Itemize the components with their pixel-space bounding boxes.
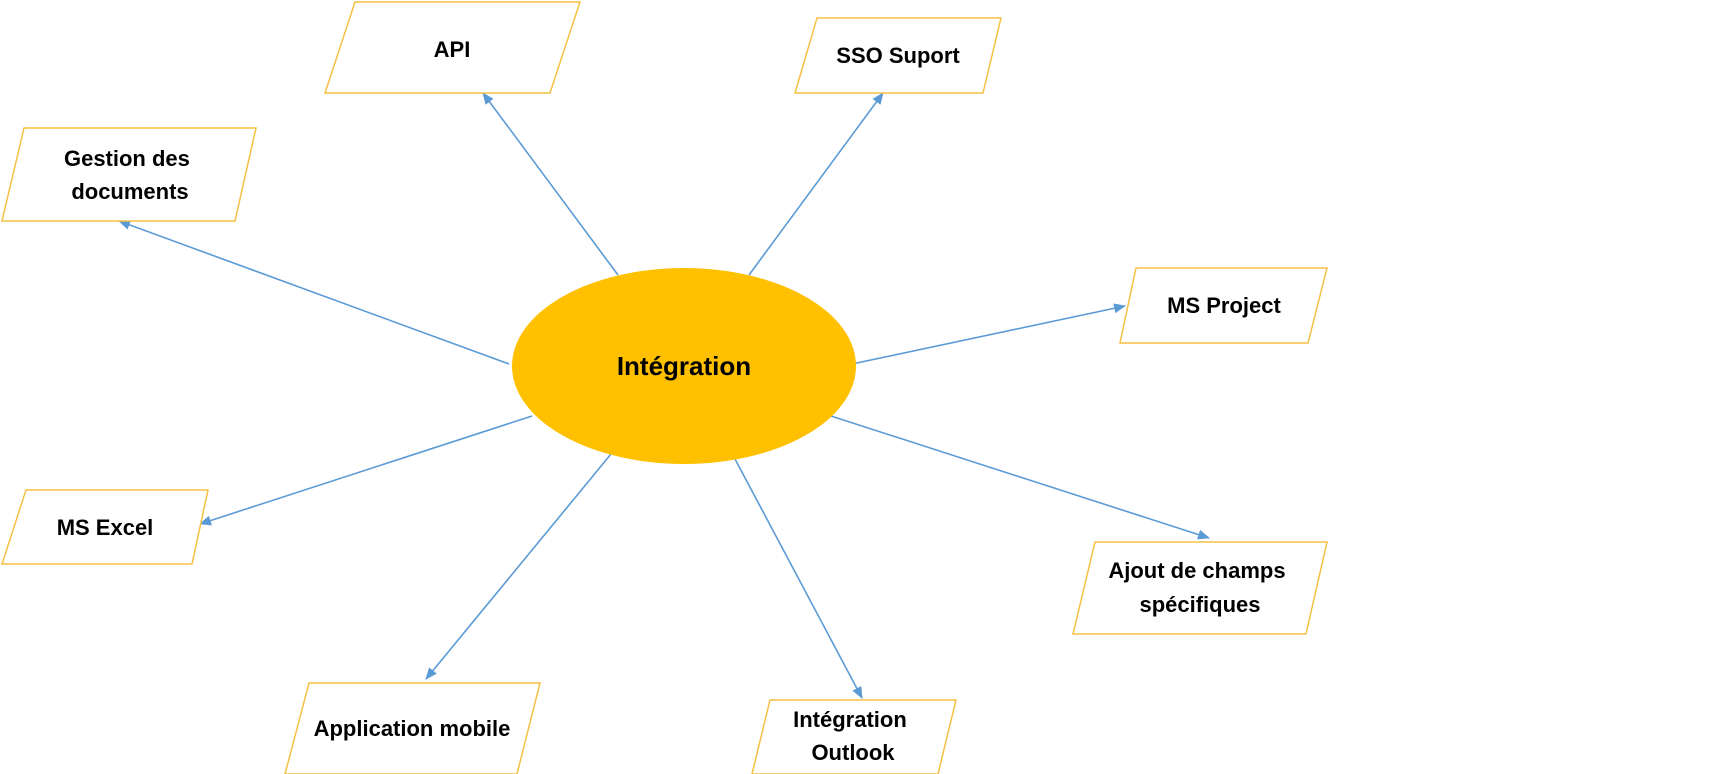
node-gestion-des-documents-line-1: Gestion des	[64, 146, 190, 171]
connector-ms-project	[851, 303, 1126, 365]
connector-ajout-de-champs-specifiques	[830, 415, 1210, 540]
connector-sso-suport	[748, 92, 884, 276]
connector-gestion-des-documents	[118, 220, 510, 365]
node-sso-suport[interactable]: SSO Suport	[793, 17, 1002, 94]
node-ms-excel-label: MS Excel	[57, 515, 154, 540]
node-ms-excel-shape	[0, 489, 209, 565]
center-ellipse	[512, 268, 856, 464]
node-ajout-de-champs-specifiques-line-2: spécifiques	[1139, 592, 1260, 617]
center-label: Intégration	[617, 351, 751, 381]
node-ms-project-shape	[1119, 267, 1328, 344]
connector-api	[482, 92, 619, 276]
node-ms-project[interactable]: MS Project	[1119, 267, 1328, 344]
node-ajout-de-champs-specifiques-shape	[1072, 541, 1328, 635]
nodes: API SSO Suport Gestion des documents MS …	[0, 1, 1328, 774]
center-node[interactable]: Intégration	[512, 268, 856, 464]
connector-integration-outlook	[734, 458, 863, 699]
node-gestion-des-documents-line-2: documents	[71, 179, 188, 204]
node-integration-outlook-line-2: Outlook	[811, 740, 895, 765]
node-ms-project-label: MS Project	[1167, 293, 1281, 318]
node-ms-excel[interactable]: MS Excel	[0, 489, 209, 565]
node-sso-suport-shape	[793, 17, 1002, 94]
node-integration-outlook-shape	[751, 699, 957, 774]
node-api-label: API	[434, 37, 471, 62]
node-integration-outlook[interactable]: Intégration Outlook	[751, 699, 957, 774]
node-application-mobile-shape	[284, 682, 541, 774]
node-gestion-des-documents-label: Gestion des documents	[64, 146, 196, 204]
node-api-shape	[323, 1, 582, 94]
connectors	[118, 92, 1210, 699]
node-integration-outlook-line-1: Intégration	[793, 707, 907, 732]
node-application-mobile-label: Application mobile	[314, 716, 511, 741]
node-gestion-des-documents[interactable]: Gestion des documents	[1, 127, 257, 222]
node-sso-suport-label: SSO Suport	[836, 43, 960, 68]
node-integration-outlook-label: Intégration Outlook	[793, 707, 913, 765]
connector-ms-excel	[199, 415, 533, 526]
node-application-mobile[interactable]: Application mobile	[284, 682, 541, 774]
node-ajout-de-champs-specifiques[interactable]: Ajout de champs spécifiques	[1072, 541, 1328, 635]
node-gestion-des-documents-shape	[1, 127, 257, 222]
connector-application-mobile	[425, 453, 612, 680]
node-api[interactable]: API	[323, 1, 582, 94]
node-ajout-de-champs-specifiques-label: Ajout de champs spécifiques	[1108, 558, 1291, 617]
node-ajout-de-champs-specifiques-line-1: Ajout de champs	[1108, 558, 1285, 583]
